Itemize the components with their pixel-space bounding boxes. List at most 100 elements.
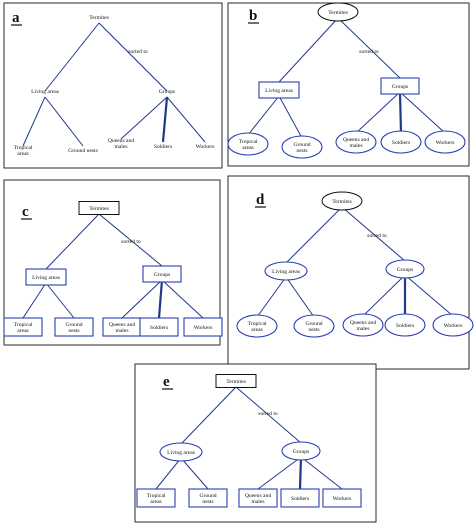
- living-areas-node-box: [25, 268, 67, 286]
- edge-groups-queens: [120, 96, 168, 140]
- tropical-areas-node-line: areas: [17, 151, 29, 157]
- edge-label-sorted-to-line: sorted to: [367, 233, 387, 239]
- ground-nests-node-line: nests: [202, 499, 213, 505]
- edge-root-groups: [98, 22, 168, 92]
- root-node-termites-line: Termites: [89, 15, 109, 21]
- edge-living-ground: [44, 96, 84, 147]
- tropical-areas-node-line: Tropical: [248, 321, 267, 327]
- workers-node: Workers: [444, 323, 463, 329]
- living-areas-node-box: [258, 81, 300, 99]
- living-areas-node-line: Living areas: [32, 275, 60, 281]
- queens-and-males-node-line: males: [251, 499, 264, 505]
- groups-node: Groups: [159, 89, 175, 95]
- workers-node: Workers: [333, 496, 352, 502]
- ground-nests-node-line: Ground: [305, 321, 322, 327]
- queens-and-males-node-line: males: [115, 328, 128, 334]
- edge-root-groups: [337, 17, 401, 79]
- soldiers-node-line: Soldiers: [150, 325, 168, 331]
- tropical-areas-node-box: [3, 317, 43, 337]
- workers-node-ellipse: [432, 313, 474, 337]
- soldiers-node: Soldiers: [396, 323, 414, 329]
- ground-nests-node-ellipse: [293, 314, 335, 338]
- groups-node: Groups: [392, 84, 408, 90]
- queens-and-males-node-line: males: [356, 326, 369, 332]
- edge-groups-queens: [355, 91, 401, 134]
- edge-groups-workers: [300, 456, 343, 490]
- root-node-box: [78, 201, 120, 215]
- root-node-termites-line: Termites: [89, 206, 109, 212]
- groups-node: Groups: [154, 272, 170, 278]
- edge-root-living: [44, 22, 100, 92]
- edge-living-ground: [285, 276, 315, 318]
- living-areas-node-line: Living areas: [272, 269, 300, 275]
- workers-node-line: Workers: [194, 325, 213, 331]
- groups-node-line: Groups: [293, 449, 309, 455]
- workers-node: Workers: [196, 144, 215, 150]
- soldiers-node-box: [139, 317, 179, 337]
- root-node-ellipse: [317, 2, 359, 22]
- ground-nests-node-line: nests: [296, 148, 307, 154]
- soldiers-node: Soldiers: [150, 325, 168, 331]
- living-areas-node: Living areas: [167, 450, 195, 456]
- edge-groups-soldiers: [157, 279, 164, 319]
- ground-nests-node-line: Ground: [65, 322, 82, 328]
- edge-groups-queens: [362, 274, 406, 317]
- soldiers-node-line: Soldiers: [392, 140, 410, 146]
- queens-and-males-node-line: Queens and: [108, 138, 134, 144]
- edge-root-groups: [341, 206, 406, 262]
- root-node-ellipse: [321, 191, 363, 211]
- tropical-areas-node-line: areas: [251, 327, 263, 333]
- tropical-areas-node-ellipse: [227, 132, 269, 156]
- root-node-termites: Termites: [89, 15, 109, 21]
- ground-nests-node-line: Ground: [293, 142, 310, 148]
- root-node-termites: Termites: [226, 379, 246, 385]
- panel-letter: d: [256, 192, 265, 208]
- panel-a-border: [3, 2, 223, 169]
- ground-nests-node-box: [54, 317, 94, 337]
- edge-living-ground: [45, 282, 75, 319]
- edge-living-tropical: [247, 95, 280, 136]
- edge-root-living: [278, 17, 339, 83]
- living-areas-node-line: Living areas: [167, 450, 195, 456]
- tropical-areas-node-line: Tropical: [14, 322, 33, 328]
- ground-nests-node: Ground nests: [68, 148, 98, 154]
- queens-and-males-node-ellipse: [335, 130, 377, 154]
- edge-label-sorted-to: sorted to: [258, 411, 278, 417]
- workers-node: Workers: [436, 140, 455, 146]
- tropical-areas-node-line: areas: [242, 145, 254, 151]
- groups-node-line: Groups: [154, 272, 170, 278]
- root-node-termites: Termites: [328, 10, 348, 16]
- root-node-termites-line: Termites: [328, 10, 348, 16]
- tropical-areas-node-line: areas: [150, 499, 162, 505]
- workers-node-box: [183, 317, 223, 337]
- edge-root-groups: [98, 213, 163, 267]
- groups-node-box: [142, 265, 182, 283]
- edge-label-sorted-to: sorted to: [128, 49, 148, 55]
- edge-label-sorted-to: sorted to: [121, 239, 141, 245]
- groups-node: Groups: [293, 449, 309, 455]
- living-areas-node-ellipse: [159, 442, 203, 462]
- soldiers-node-line: Soldiers: [154, 144, 172, 150]
- tropical-areas-node-ellipse: [236, 314, 278, 338]
- ground-nests-node-ellipse: [281, 135, 323, 159]
- workers-node-line: Workers: [436, 140, 455, 146]
- ground-nests-node-line: Ground nests: [68, 148, 98, 154]
- edge-root-groups: [235, 386, 302, 444]
- soldiers-node: Soldiers: [392, 140, 410, 146]
- edge-label-sorted-to: sorted to: [367, 233, 387, 239]
- ground-nests-node-line: Ground: [199, 493, 216, 499]
- workers-node-line: Workers: [333, 496, 352, 502]
- root-node-termites-line: Termites: [226, 379, 246, 385]
- groups-node-line: Groups: [397, 267, 413, 273]
- soldiers-node-line: Soldiers: [291, 496, 309, 502]
- tropical-areas-node-box: [136, 488, 176, 508]
